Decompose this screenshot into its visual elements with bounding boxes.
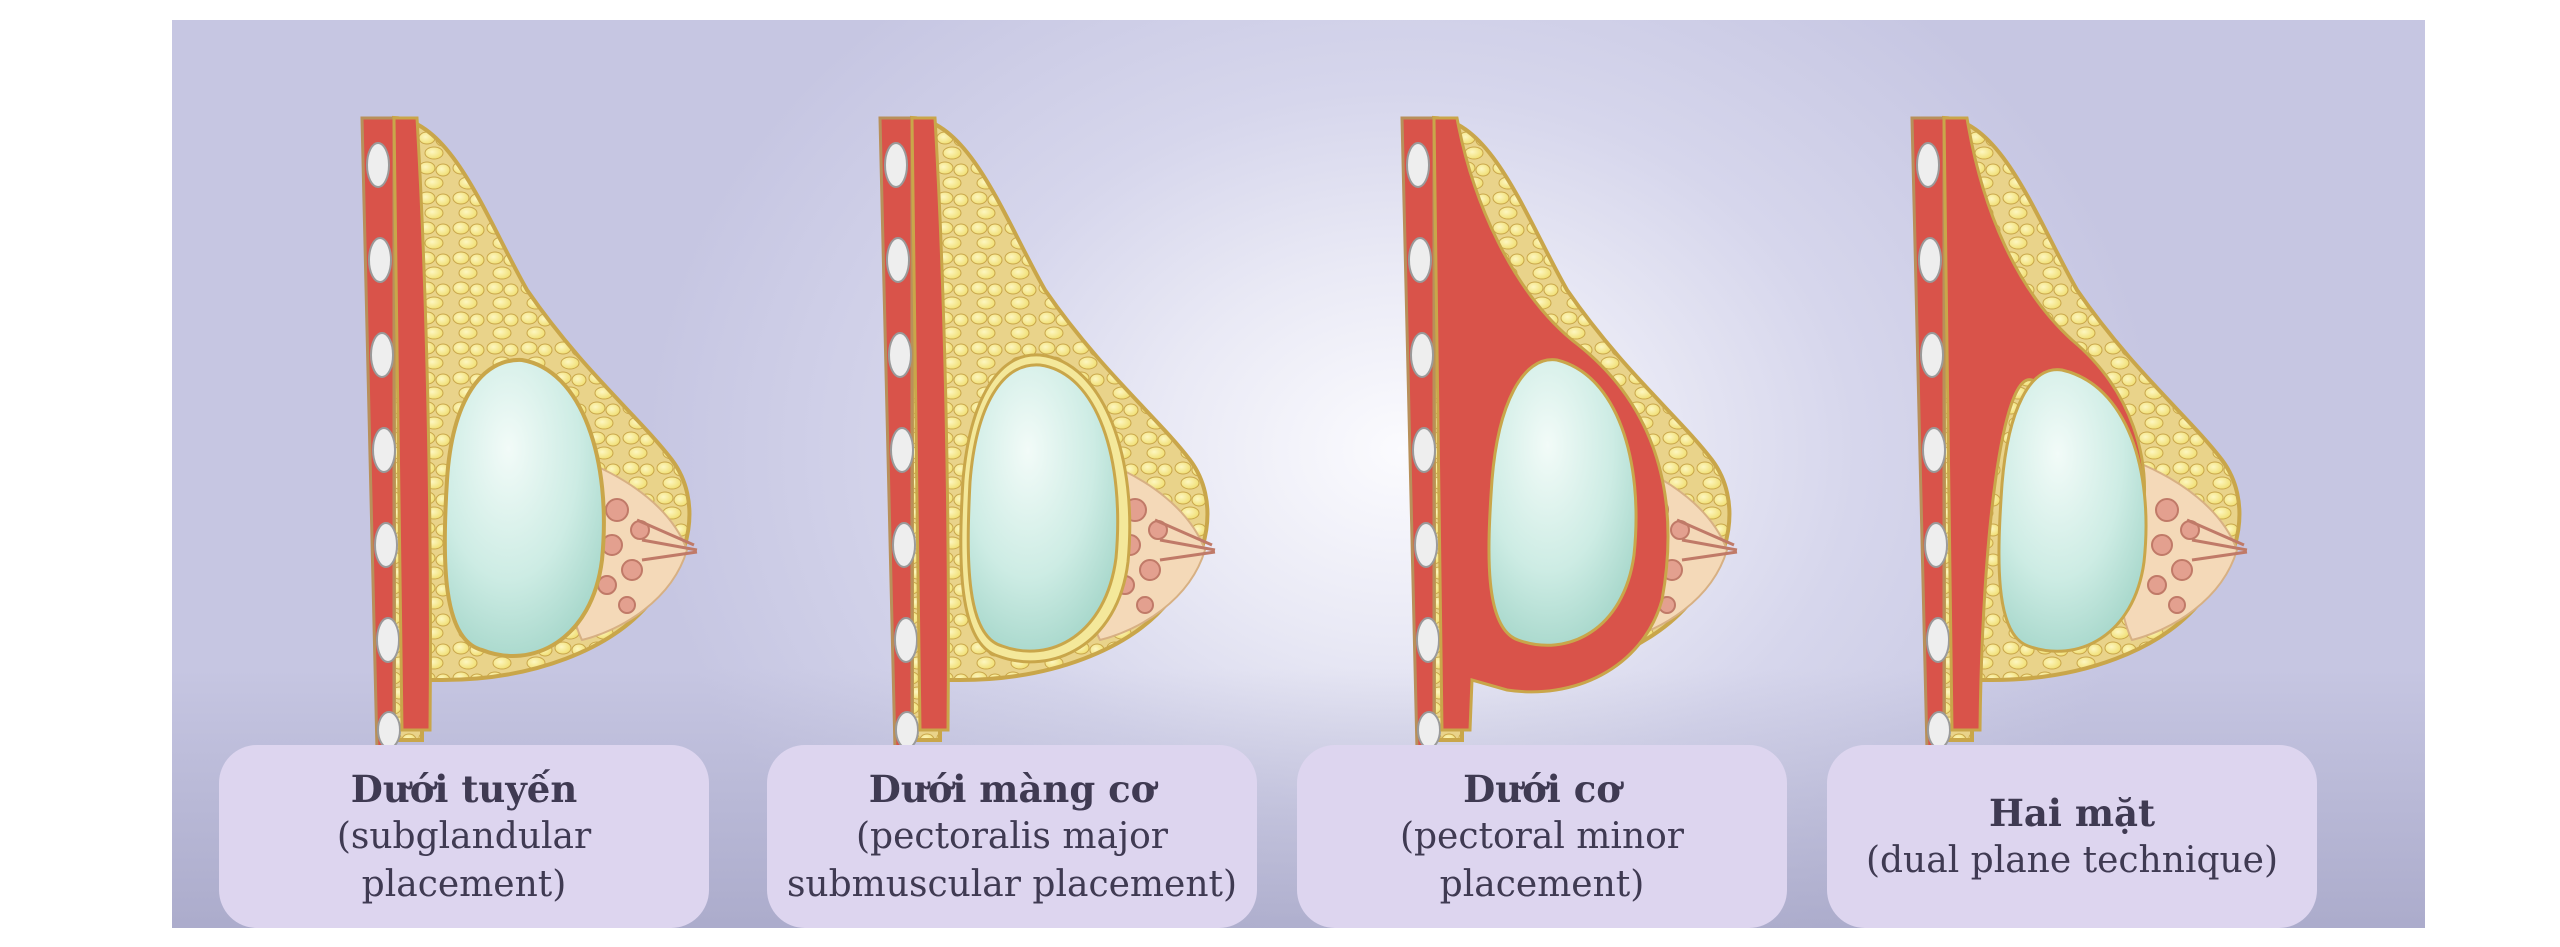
label-title: Dưới màng cơ <box>868 766 1156 811</box>
label-subtitle: (dual plane technique) <box>1865 839 2279 881</box>
label-subfascial: Dưới màng cơ (pectoralis major submuscul… <box>767 745 1257 928</box>
label-dual-plane: Hai mặt (dual plane technique) <box>1827 745 2317 928</box>
illustration-subfascial <box>878 116 1217 752</box>
label-title: Dưới cơ <box>1463 766 1621 811</box>
label-submuscular: Dưới cơ (pectoral minor placement) <box>1297 745 1787 928</box>
label-title: Dưới tuyến <box>350 766 578 811</box>
label-subtitle: (pectoral minor placement) <box>1399 815 1685 905</box>
illustration-subglandular <box>360 116 699 752</box>
label-title: Hai mặt <box>1988 790 2156 835</box>
label-subtitle: (subglandular placement) <box>336 815 592 905</box>
illustration-submuscular <box>1400 116 1739 752</box>
illustration-dual-plane <box>1910 116 2249 752</box>
diagram-panel: Dưới tuyến (subglandular placement) Dưới… <box>172 20 2425 928</box>
label-subtitle: (pectoralis major submuscular placement) <box>786 815 1238 905</box>
breast-implant-illustrations <box>360 116 2249 752</box>
label-subglandular: Dưới tuyến (subglandular placement) <box>219 745 709 928</box>
